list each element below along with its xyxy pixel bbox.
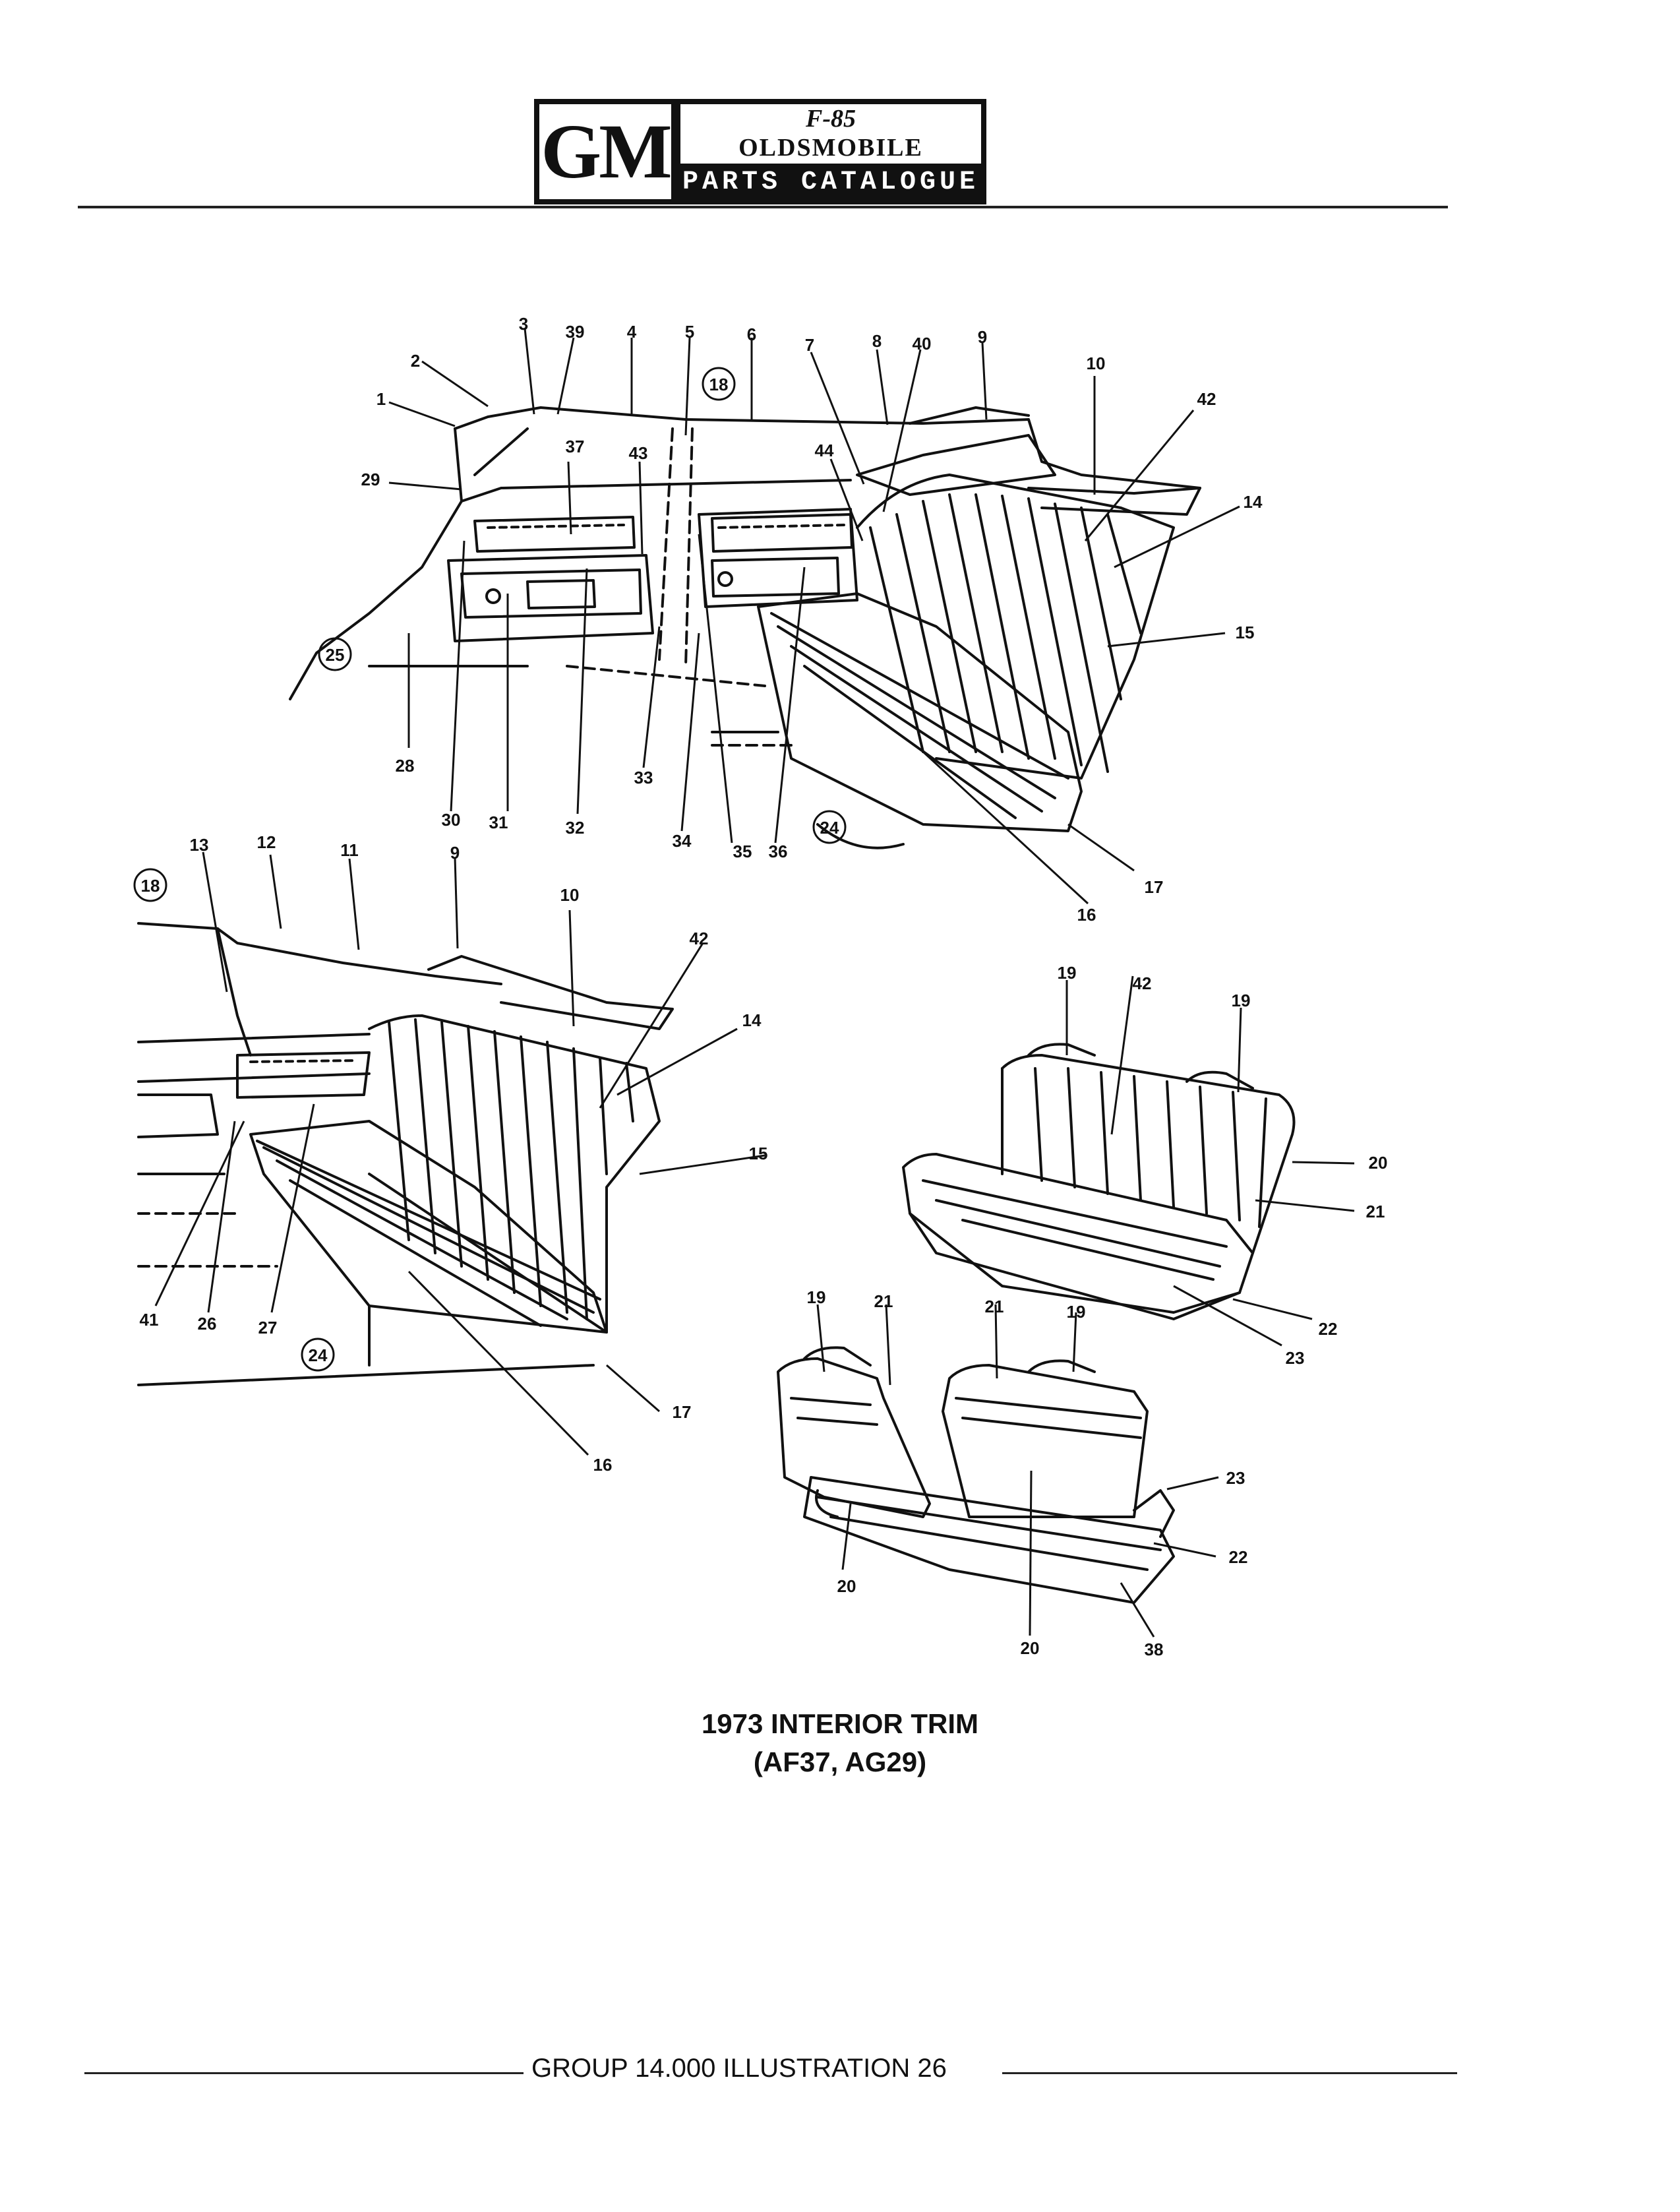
callout-25: 25 [326, 645, 345, 665]
callout-10-top: 10 [1087, 353, 1106, 373]
callout-37: 37 [566, 437, 585, 456]
callout-24-top: 24 [820, 818, 839, 838]
callout-42-bench: 42 [1133, 973, 1152, 993]
callout-22-split: 22 [1229, 1547, 1248, 1567]
footer-rule-right [1002, 2072, 1457, 2074]
callout-39: 39 [566, 322, 585, 342]
callout-31: 31 [489, 813, 508, 832]
split-seat-view [777, 1346, 1175, 1604]
callout-33: 33 [634, 768, 653, 787]
callout-17-top: 17 [1145, 877, 1164, 897]
callout-32: 32 [566, 818, 585, 838]
callout-19-d: 19 [1067, 1302, 1086, 1322]
callout-35: 35 [733, 842, 752, 861]
callout-4: 4 [627, 322, 637, 342]
callout-5: 5 [685, 322, 694, 342]
callout-23-bench: 23 [1286, 1348, 1305, 1368]
gm-logo-letters: GM [539, 104, 673, 199]
callout-40: 40 [913, 334, 932, 353]
callout-21-bench: 21 [1366, 1202, 1385, 1221]
callout-16-top: 16 [1077, 905, 1096, 925]
callout-43: 43 [629, 443, 648, 463]
callout-36: 36 [769, 842, 788, 861]
callout-29: 29 [361, 470, 380, 489]
callout-leaders [154, 328, 1355, 1638]
callout-13: 13 [190, 835, 209, 855]
callout-42-left: 42 [690, 929, 709, 948]
callout-44: 44 [815, 441, 834, 460]
callout-27: 27 [258, 1318, 278, 1337]
callout-2: 2 [411, 351, 420, 371]
callout-14-left: 14 [742, 1010, 762, 1030]
callout-19-b: 19 [1232, 991, 1251, 1010]
callout-20-a: 20 [837, 1576, 856, 1596]
header-rule [78, 206, 1448, 208]
callout-22-bench: 22 [1319, 1319, 1338, 1339]
bench-seat-view [902, 1043, 1296, 1320]
callout-23-split: 23 [1226, 1468, 1245, 1488]
callout-15-left: 15 [749, 1144, 768, 1163]
catalogue-label: PARTS CATALOGUE [682, 168, 980, 197]
callout-10-left: 10 [560, 885, 580, 905]
callout-21-b: 21 [985, 1297, 1004, 1316]
callout-8: 8 [872, 331, 882, 351]
callout-20-b: 20 [1021, 1638, 1040, 1658]
f85-mark: F-85 [806, 105, 856, 133]
callout-18-left: 18 [141, 876, 160, 896]
callout-16-left: 16 [593, 1455, 613, 1475]
callout-30: 30 [442, 810, 461, 830]
callout-9-left: 9 [450, 843, 460, 863]
callout-24-left: 24 [309, 1345, 328, 1365]
callout-3: 3 [519, 314, 528, 334]
callout-1: 1 [376, 389, 386, 409]
footer-rule-left [84, 2072, 524, 2074]
callout-7: 7 [805, 335, 814, 355]
callout-18-top: 18 [709, 375, 729, 394]
top-interior-view [289, 406, 1201, 849]
gm-parts-catalogue-logo: GM F-85 OLDSMOBILE PARTS CATALOGUE [534, 99, 986, 204]
callout-34: 34 [673, 831, 692, 851]
callout-14-top: 14 [1244, 492, 1263, 512]
callout-6: 6 [747, 324, 756, 344]
callout-38: 38 [1145, 1640, 1164, 1659]
make-label: OLDSMOBILE [738, 134, 923, 162]
callout-11: 11 [340, 840, 359, 860]
footer-group-label: GROUP 14.000 ILLUSTRATION 26 [531, 2054, 947, 2083]
callout-17-left: 17 [673, 1402, 692, 1422]
callout-12: 12 [257, 832, 276, 852]
callout-19-a: 19 [1058, 963, 1077, 983]
callout-42-top: 42 [1197, 389, 1216, 409]
circled-callout-rings [133, 367, 847, 1372]
callout-15-top: 15 [1236, 623, 1255, 642]
callout-41: 41 [140, 1310, 159, 1330]
illustration-title: 1973 INTERIOR TRIM [701, 1708, 979, 1739]
callout-26: 26 [198, 1314, 217, 1334]
left-rear-seat-view [137, 922, 674, 1386]
callout-19-c: 19 [807, 1287, 826, 1307]
callout-9-top: 9 [978, 327, 987, 347]
callout-20-bench: 20 [1369, 1153, 1388, 1173]
logo-mark-panel: F-85 OLDSMOBILE [680, 104, 981, 164]
callout-21-a: 21 [874, 1291, 893, 1311]
callout-28: 28 [396, 756, 415, 776]
model-codes: (AF37, AG29) [753, 1746, 927, 1777]
